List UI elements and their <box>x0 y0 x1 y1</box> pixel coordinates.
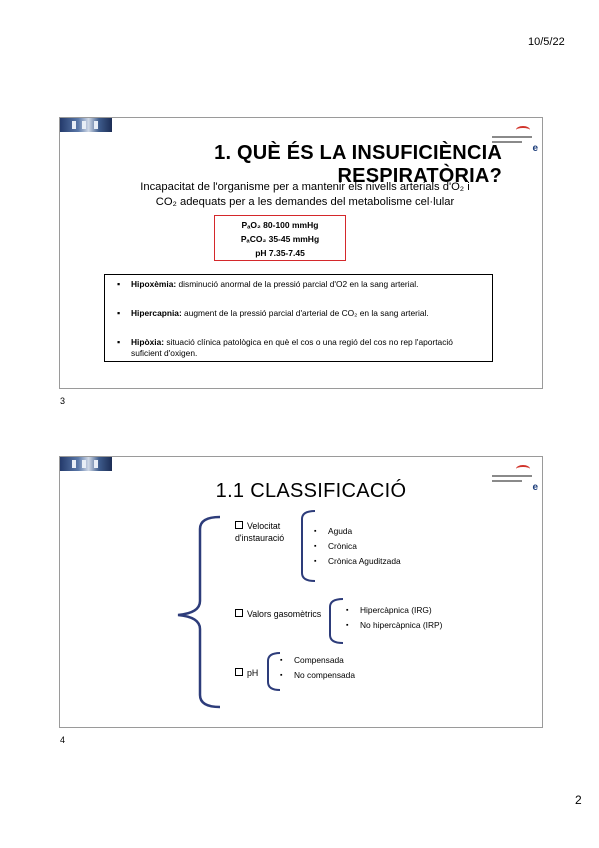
banner-image <box>60 118 112 132</box>
slide-4: e 1.1 CLASSIFICACIÓ Velocitat d'instaura… <box>59 456 543 728</box>
list-item: Hipercàpnica (IRG) <box>346 603 442 618</box>
brace-velocitat <box>301 510 316 582</box>
hospital-logo: e <box>492 465 538 495</box>
brackets <box>177 510 344 709</box>
checkbox-icon <box>235 668 243 676</box>
group-ph-label: pH <box>235 667 258 679</box>
definitions-box: Hipoxèmia: disminució anormal de la pres… <box>104 274 493 362</box>
pao2-value: PₐO₂ 80-100 mmHg <box>241 220 319 230</box>
group-valors-label: Valors gasomètrics <box>235 608 321 620</box>
slide-3: e 1. QUÈ ÉS LA INSUFICIÈNCIA RESPIRATÒRI… <box>59 117 543 389</box>
checkbox-icon <box>235 609 243 617</box>
slide-title: 1.1 CLASSIFICACIÓ <box>215 480 407 502</box>
list-item: Crònica <box>314 539 401 554</box>
group-velocitat-label: Velocitat d'instauració <box>235 521 285 543</box>
list-item: Aguda <box>314 524 401 539</box>
hospital-logo: e <box>492 126 538 156</box>
slide-title: 1. QUÈ ÉS LA INSUFICIÈNCIA RESPIRATÒRIA? <box>214 142 502 187</box>
ph-value: pH 7.35-7.45 <box>255 248 305 258</box>
group-ph-options: Compensada No compensada <box>280 653 355 683</box>
list-item: Hipercapnia: augment de la pressió parci… <box>117 308 482 319</box>
group-velocitat-options: Aguda Crònica Crònica Aguditzada <box>314 524 401 569</box>
list-item: No hipercàpnica (IRP) <box>346 618 442 633</box>
slide-number: 3 <box>60 396 66 406</box>
slide-number: 4 <box>60 735 66 745</box>
list-item: Hipoxèmia: disminució anormal de la pres… <box>117 279 482 290</box>
paco2-value: PₐCO₂ 35-45 mmHg <box>240 234 320 244</box>
list-item: Crònica Aguditzada <box>314 554 401 569</box>
checkbox-icon <box>235 521 243 529</box>
list-item: No compensada <box>280 668 355 683</box>
page-date: 10/5/22 <box>528 36 565 48</box>
list-item: Hipòxia: situació clínica patològica en … <box>117 337 482 359</box>
group-valors-options: Hipercàpnica (IRG) No hipercàpnica (IRP) <box>346 603 442 633</box>
list-item: Compensada <box>280 653 355 668</box>
brace-ph <box>267 652 281 691</box>
page-number: 2 <box>575 793 582 807</box>
main-brace <box>177 515 221 709</box>
normal-values-box: PₐO₂ 80-100 mmHg PₐCO₂ 35-45 mmHg pH 7.3… <box>214 215 346 261</box>
banner-image <box>60 457 112 471</box>
brace-valors <box>329 598 344 644</box>
definition-text: Incapacitat de l'organisme per a manteni… <box>140 181 470 208</box>
